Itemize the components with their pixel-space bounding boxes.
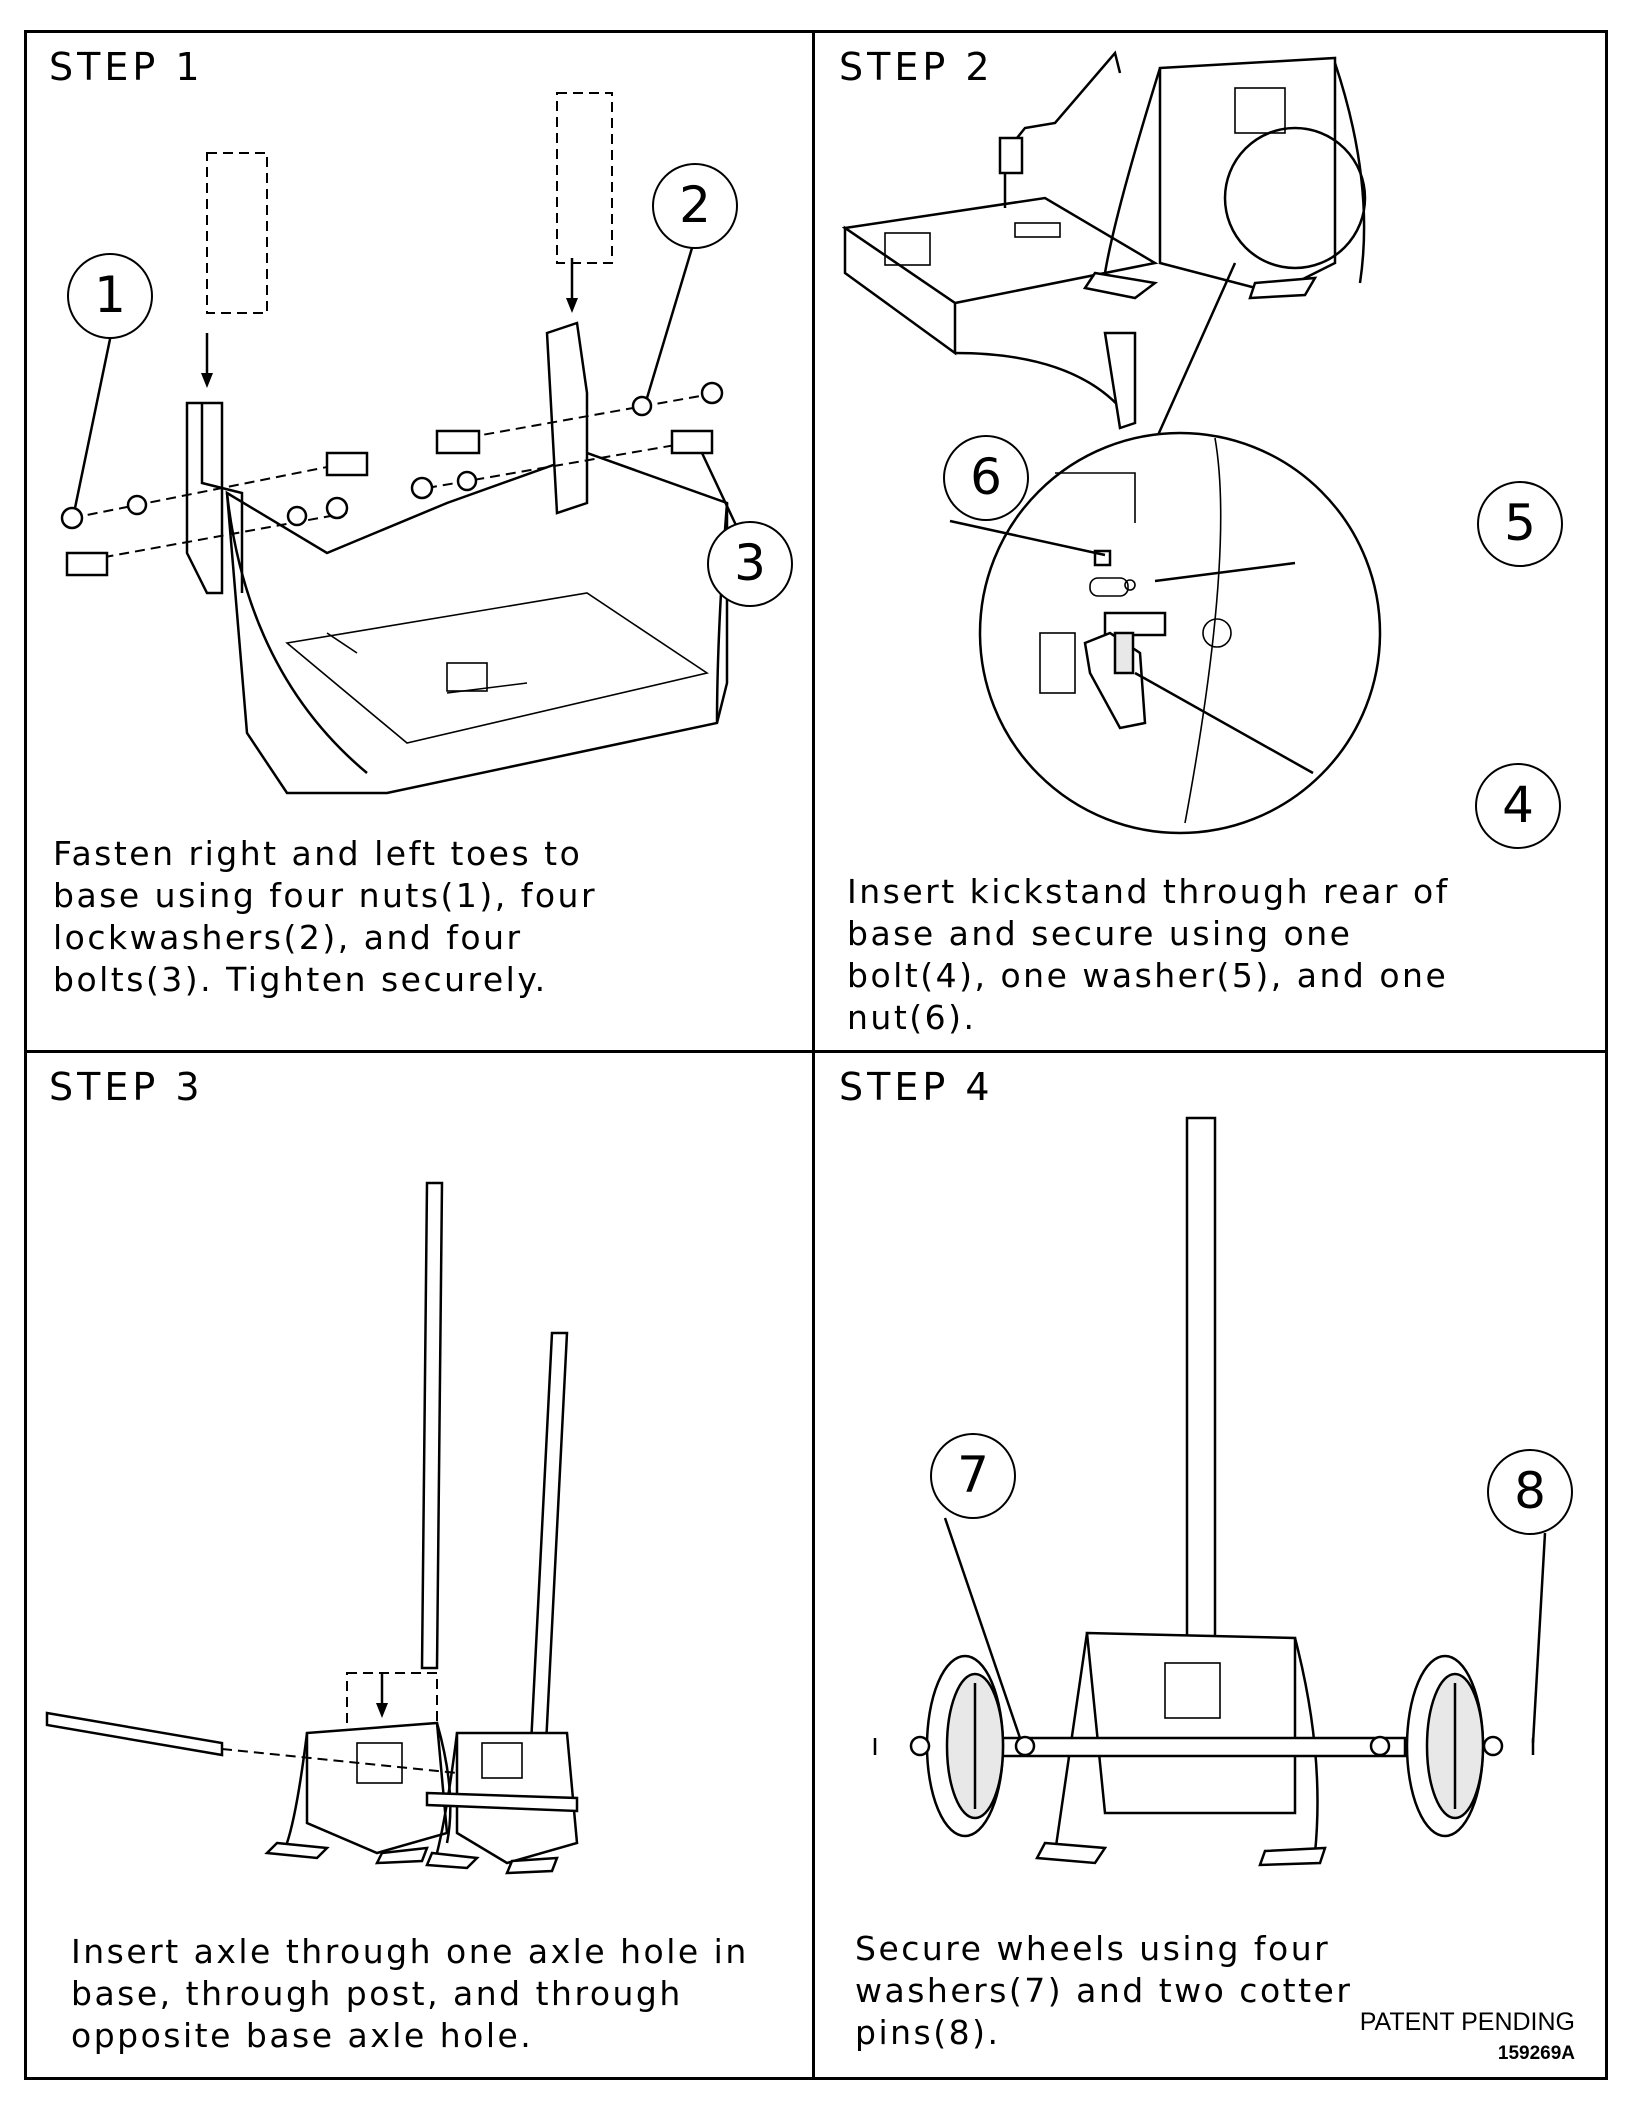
instruction-sheet-frame — [24, 30, 1608, 2080]
callout-6: 6 — [943, 435, 1029, 521]
part-number-label: 159269A — [1497, 2043, 1575, 2064]
step-4-title: STEP 4 — [839, 1065, 994, 1109]
callout-3: 3 — [707, 521, 793, 607]
callout-4: 4 — [1475, 763, 1561, 849]
step-2-title: STEP 2 — [839, 45, 994, 89]
step-1-title: STEP 1 — [49, 45, 204, 89]
callout-1: 1 — [67, 253, 153, 339]
step-2-caption: Insert kickstand through rear of base an… — [847, 872, 1450, 1037]
step-3-panel: STEP 3 Insert axle through one axle hole… — [27, 1053, 812, 2077]
callout-5: 5 — [1477, 481, 1563, 567]
step-1-panel: STEP 1 1 2 3 Fasten right and left toes … — [27, 33, 812, 1050]
panel-divider-vertical — [812, 30, 815, 2080]
step-2-illustration — [841, 50, 1382, 835]
step-1-illustration — [60, 92, 744, 795]
callout-7: 7 — [930, 1433, 1016, 1519]
patent-pending-label: PATENT PENDING — [1359, 2008, 1575, 2036]
callout-8: 8 — [1487, 1449, 1573, 1535]
panel-divider-horizontal — [24, 1050, 1608, 1053]
step-3-illustration — [45, 1181, 579, 1875]
step-3-caption: Insert axle through one axle hole in bas… — [71, 1932, 749, 2055]
callout-2: 2 — [652, 163, 738, 249]
step-2-panel: STEP 2 6 5 4 Insert kickstand through re… — [815, 33, 1605, 1050]
step-4-panel: STEP 4 7 8 Secure wheels using four wash… — [815, 1053, 1605, 2077]
step-3-title: STEP 3 — [49, 1065, 204, 1109]
step-1-caption: Fasten right and left toes to base using… — [53, 834, 598, 999]
step-4-caption: Secure wheels using four washers(7) and … — [855, 1929, 1353, 2052]
step-4-illustration — [873, 1116, 1547, 1867]
